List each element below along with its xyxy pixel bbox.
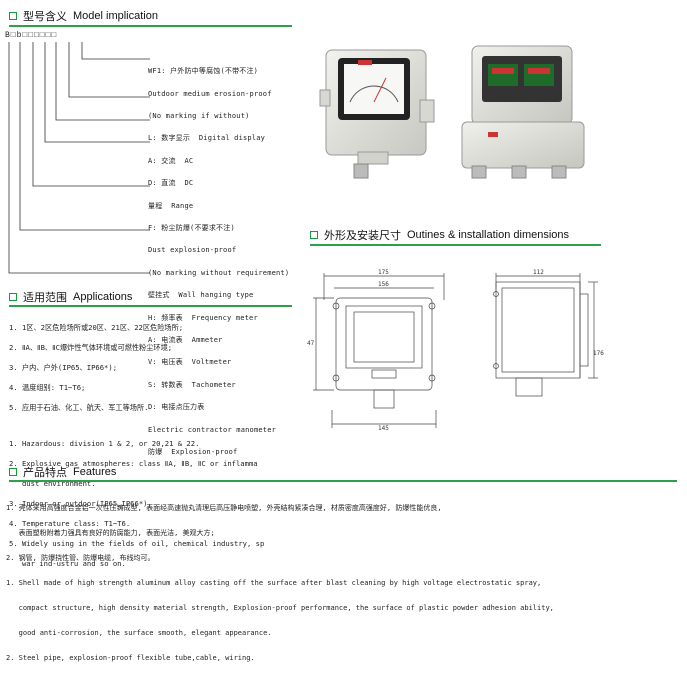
dim-side-width: 112	[533, 269, 544, 276]
tree-line: 防爆 Explosion-proof	[148, 448, 238, 457]
section-rule	[310, 244, 601, 246]
tree-line: WF1: 户外防中等腐蚀(不带不注)	[148, 67, 259, 76]
section-title-en: Model implication	[73, 10, 158, 22]
section-title-zh: 型号含义	[23, 10, 67, 23]
tree-line: (No marking without requirement)	[148, 268, 290, 277]
model-tree-text: WF1: 户外防中等腐蚀(不带不注) Outdoor medium erosio…	[148, 55, 289, 470]
dim-side-height: 176	[593, 350, 604, 357]
dim-front-height: 47	[307, 340, 315, 347]
front-view-drawing	[313, 273, 445, 428]
list-item: 3. 户内、户外(IP65、IP66*);	[9, 363, 118, 372]
section-title-en: Features	[73, 466, 117, 478]
tree-line: (No marking if without)	[148, 112, 250, 121]
tree-line: V: 电压表 Voltmeter	[148, 358, 232, 367]
list-item: war ind-ustru and so on.	[9, 559, 126, 568]
tree-line: L: 数字显示 Digital display	[148, 134, 266, 143]
list-item: 2. 钢管, 防爆挠性管、防爆电缆, 布线均可。	[6, 553, 155, 562]
tree-line: 量程 Range	[148, 201, 194, 210]
list-item: 1. Shell made of high strength aluminum …	[6, 578, 542, 587]
tree-line: D: 直流 DC	[148, 179, 194, 188]
section-title-zh: 适用范围	[23, 291, 67, 304]
section-rule	[9, 480, 677, 482]
section-rule	[9, 25, 292, 27]
bullet-square-icon	[9, 293, 17, 301]
dim-front-bottom: 145	[378, 425, 389, 432]
tree-line: Outdoor medium erosion-proof	[148, 89, 272, 98]
list-item: compact structure, high density material…	[6, 603, 554, 612]
list-item: 1. 壳体采用高强度合金铝一次性压铸成型, 表面经高速抛丸清理后高压静电喷塑, …	[6, 503, 442, 512]
list-item: 表面塑粉附着力强具有良好的防腐能力, 表面光洁, 美观大方;	[6, 528, 215, 537]
tree-line: D: 电接点压力表	[148, 403, 205, 412]
tree-line: A: 电流表 Ammeter	[148, 336, 223, 345]
list-item: dust environment.	[9, 479, 96, 488]
tree-line: H: 频率表 Frequency meter	[148, 313, 258, 322]
bullet-square-icon	[310, 231, 318, 239]
section-title-en: Outines & installation dimensions	[407, 229, 570, 241]
list-item: 4. Temperature class: T1~T6.	[9, 519, 131, 528]
tree-line: Dust explosion-proof	[148, 246, 237, 255]
bullet-square-icon	[9, 468, 17, 476]
side-view-drawing	[493, 273, 598, 397]
list-item: 5. Widely using in the fields of oil, ch…	[9, 539, 265, 548]
section-title-en: Applications	[73, 291, 133, 303]
list-item: 5. 应用于石油、化工、航天、军工等场所.	[9, 403, 149, 412]
features-list: 1. 壳体采用高强度合金铝一次性压铸成型, 表面经高速抛丸清理后高压静电喷塑, …	[6, 489, 684, 677]
section-rule	[9, 305, 292, 307]
tree-line: S: 转数表 Tachometer	[148, 380, 236, 389]
dim-front-inner: 156	[378, 281, 389, 288]
section-title-zh: 外形及安装尺寸	[324, 229, 401, 242]
list-item: 3. Indoor or outdoor(IP65,IP66*).	[9, 499, 152, 508]
tree-line: 壁挂式 Wall hanging type	[148, 291, 254, 300]
list-item: 1. 1区、2区危险场所或20区、21区、22区危险场所;	[9, 323, 184, 332]
list-item: good anti-corrosion, the surface smooth,…	[6, 628, 272, 637]
list-item: 2. Explosive gas atmospheres: class ⅡA, …	[9, 459, 258, 468]
section-header-model: 型号含义 Model implication	[9, 8, 158, 24]
section-header-application: 适用范围 Applications	[9, 289, 132, 305]
list-item: 2. Steel pipe, explosion-proof flexible …	[6, 653, 255, 662]
applications-list: 1. 1区、2区危险场所或20区、21区、22区危险场所; 2. ⅡA、ⅡB、Ⅱ…	[9, 313, 309, 579]
product-photo-analog-meter	[319, 49, 435, 179]
dim-front-outer: 175	[378, 269, 389, 276]
tree-line: A: 交流 AC	[148, 156, 194, 165]
product-photo-digital-meter	[461, 45, 585, 179]
bullet-square-icon	[9, 12, 17, 20]
model-code: B□b□□□□□□	[5, 31, 58, 40]
tree-line: F: 粉尘防爆(不要求不注)	[148, 224, 235, 233]
section-title-zh: 产品特点	[23, 466, 67, 479]
list-item: 1. Hazardous: division 1 & 2, or 20,21 &…	[9, 439, 200, 448]
section-header-features: 产品特点 Features	[9, 464, 116, 480]
section-header-outlines: 外形及安装尺寸 Outines & installation dimension…	[310, 227, 569, 243]
list-item	[9, 423, 309, 429]
model-tree-lines	[8, 42, 150, 274]
list-item: 2. ⅡA、ⅡB、ⅡC爆炸性气体环境或可燃性粉尘环境;	[9, 343, 173, 352]
list-item: 4. 温度组别: T1~T6;	[9, 383, 86, 392]
tree-line: Electric contractor manometer	[148, 425, 277, 434]
